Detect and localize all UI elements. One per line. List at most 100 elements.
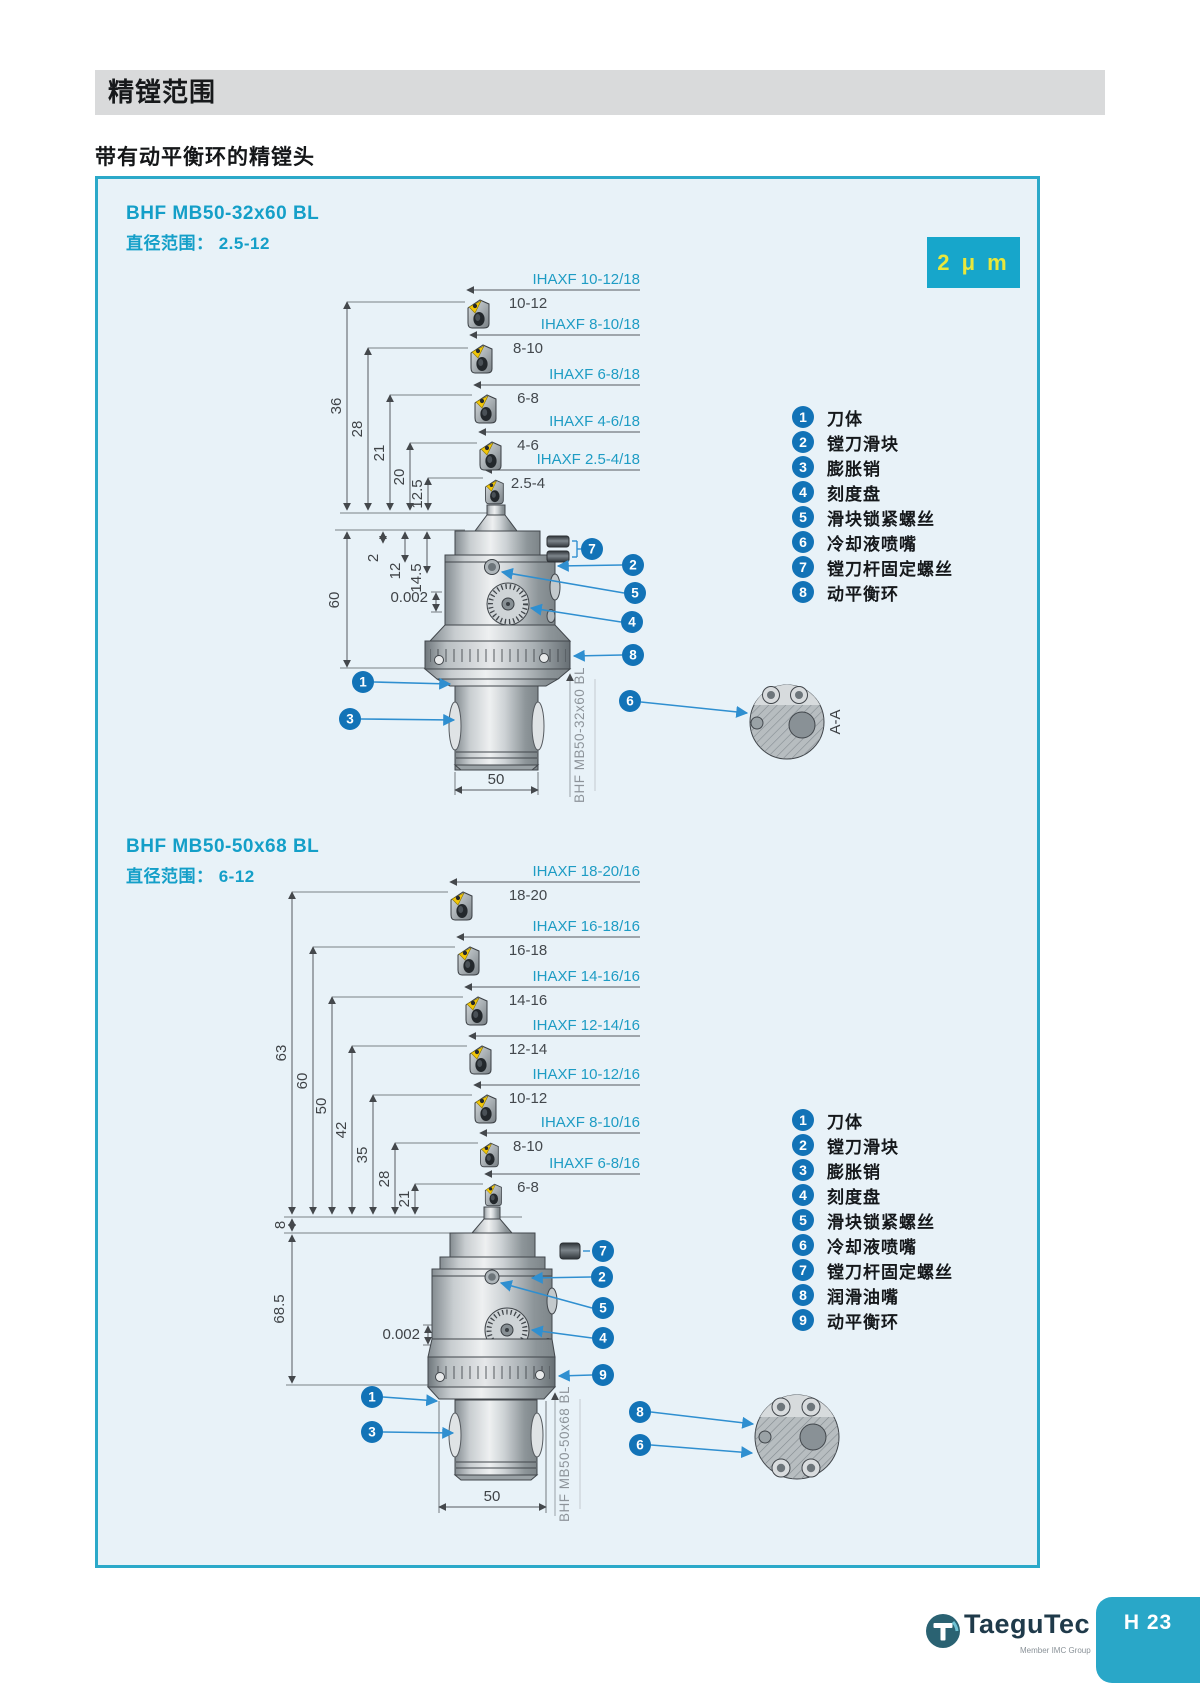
legend-number-badge: 2 bbox=[792, 431, 814, 453]
brand-name: TaeguTec bbox=[964, 1609, 1091, 1639]
diameter-range-2: 直径范围： 6-12 bbox=[126, 867, 255, 886]
boring-insert-icon bbox=[469, 1045, 492, 1075]
insert-code: IHAXF 4-6/18 bbox=[549, 413, 640, 430]
section1-drawing: IHAXF 10-12/18 IHAXF 8-10/18 IHAXF 6-8/1… bbox=[326, 271, 844, 803]
svg-text:7: 7 bbox=[599, 1244, 607, 1259]
insert-code: IHAXF 10-12/16 bbox=[532, 1066, 640, 1083]
svg-text:2: 2 bbox=[629, 558, 637, 573]
insert-code: IHAXF 16-18/16 bbox=[532, 918, 640, 935]
insert-range: 4-6 bbox=[517, 437, 539, 454]
boring-insert-icon bbox=[474, 394, 497, 424]
legend-label: 滑块锁紧螺丝 bbox=[827, 1212, 935, 1232]
diameter-range-1: 直径范围： 2.5-12 bbox=[126, 234, 270, 253]
boring-insert-icon bbox=[474, 1094, 497, 1124]
callout-2 bbox=[591, 1266, 613, 1288]
legend-number-badge: 3 bbox=[792, 1159, 814, 1181]
insert-code: IHAXF 6-8/16 bbox=[549, 1155, 640, 1172]
page-number-tab: H 23 bbox=[1096, 1597, 1200, 1683]
legend-number-badge: 1 bbox=[792, 1109, 814, 1131]
legend-label: 膨胀销 bbox=[827, 1162, 881, 1182]
tool-shank bbox=[454, 1399, 538, 1476]
insert-range: 10-12 bbox=[509, 1090, 547, 1107]
section1-callouts: 7 2 5 4 8 1 3 6 bbox=[339, 535, 749, 730]
model-title-2: BHF MB50-50x68 BL bbox=[126, 836, 320, 857]
insert-code: IHAXF 14-16/16 bbox=[532, 968, 640, 985]
runout-label: 0.002 bbox=[382, 1326, 420, 1343]
callout-3 bbox=[361, 1421, 383, 1443]
callout-4 bbox=[592, 1327, 614, 1349]
legend-label: 镗刀杆固定螺丝 bbox=[827, 559, 953, 579]
dim-label: 63 bbox=[273, 1045, 290, 1062]
boring-insert-icon bbox=[465, 996, 488, 1026]
dim-label: 28 bbox=[376, 1171, 393, 1188]
section1-width-dimension: 50 bbox=[454, 771, 539, 795]
section1-head-dimensions: 2 12 14.5 60 0.002 bbox=[326, 529, 465, 669]
diagram-panel: IHAXF 10-12/18 IHAXF 8-10/18 IHAXF 6-8/1… bbox=[95, 176, 1040, 1568]
page-title: 精镗范围 bbox=[108, 77, 217, 107]
callout-8 bbox=[622, 644, 644, 666]
legend-label: 动平衡环 bbox=[827, 1312, 899, 1332]
dim-label: 14.5 bbox=[408, 563, 425, 592]
insert-range: 18-20 bbox=[509, 887, 547, 904]
section2-vertical-label: BHF MB50-50x68 BL bbox=[551, 1386, 581, 1522]
section2-insert-rows: IHAXF 18-20/16 IHAXF 16-18/16 IHAXF 14-1… bbox=[449, 863, 640, 1207]
dim-label: 50 bbox=[313, 1098, 330, 1115]
dim-label: 60 bbox=[326, 592, 343, 609]
boring-insert-icon bbox=[457, 946, 480, 976]
legend-number-badge: 5 bbox=[792, 506, 814, 528]
insert-range: 12-14 bbox=[509, 1041, 547, 1058]
legend-item: 2 镗刀滑块 bbox=[792, 431, 1022, 454]
svg-text:BHF MB50-50x68 BL: BHF MB50-50x68 BL bbox=[557, 1386, 572, 1522]
brand-logo-icon bbox=[925, 1613, 961, 1649]
technical-drawing: IHAXF 10-12/18 IHAXF 8-10/18 IHAXF 6-8/1… bbox=[271, 271, 844, 1522]
section-view-label: A-A bbox=[827, 709, 844, 734]
legend-label: 刀体 bbox=[827, 409, 863, 429]
legend-number-badge: 7 bbox=[792, 1259, 814, 1281]
insert-range: 10-12 bbox=[509, 295, 547, 312]
legend-number-badge: 9 bbox=[792, 1309, 814, 1331]
page-subtitle: 带有动平衡环的精镗头 bbox=[95, 146, 315, 169]
dim-label: 42 bbox=[333, 1122, 350, 1139]
legend-label: 刀体 bbox=[827, 1112, 863, 1132]
legend-label: 动平衡环 bbox=[827, 584, 899, 604]
dim-label: 21 bbox=[396, 1191, 413, 1208]
section1-reach-dimensions: 36 28 21 20 12.5 bbox=[328, 301, 502, 514]
svg-text:1: 1 bbox=[368, 1390, 376, 1405]
dim-label: 50 bbox=[484, 1488, 501, 1505]
section2-reach-dimensions: 63 60 50 42 35 28 21 bbox=[273, 891, 483, 1215]
grease-nipple bbox=[758, 1430, 772, 1444]
callout-6 bbox=[629, 1434, 651, 1456]
section2-drawing: IHAXF 18-20/16 IHAXF 16-18/16 IHAXF 14-1… bbox=[271, 863, 840, 1522]
legend-number-badge: 2 bbox=[792, 1134, 814, 1156]
callout-9 bbox=[592, 1364, 614, 1386]
legend-number-badge: 8 bbox=[792, 581, 814, 603]
dim-label: 50 bbox=[488, 771, 505, 788]
legend-label: 镗刀滑块 bbox=[827, 434, 899, 454]
callout-4 bbox=[621, 611, 643, 633]
svg-text:8: 8 bbox=[629, 648, 637, 663]
bar-lock-screw-icon bbox=[546, 550, 570, 563]
legend-label: 刻度盘 bbox=[827, 1187, 881, 1207]
section1-insert-rows: IHAXF 10-12/18 IHAXF 8-10/18 IHAXF 6-8/1… bbox=[466, 271, 640, 505]
model-title-1: BHF MB50-32x60 BL bbox=[126, 203, 320, 224]
svg-text:2: 2 bbox=[598, 1270, 606, 1285]
svg-text:3: 3 bbox=[346, 712, 354, 727]
tool-shank bbox=[454, 685, 539, 771]
insert-range: 6-8 bbox=[517, 390, 539, 407]
section2-section-view bbox=[754, 1394, 840, 1480]
legend-item: 9 动平衡环 bbox=[792, 1309, 1022, 1332]
svg-text:5: 5 bbox=[631, 586, 639, 601]
insert-range: 8-10 bbox=[513, 1138, 543, 1155]
insert-code: IHAXF 12-14/16 bbox=[532, 1017, 640, 1034]
callout-5 bbox=[592, 1297, 614, 1319]
section1-boring-head bbox=[423, 504, 572, 771]
